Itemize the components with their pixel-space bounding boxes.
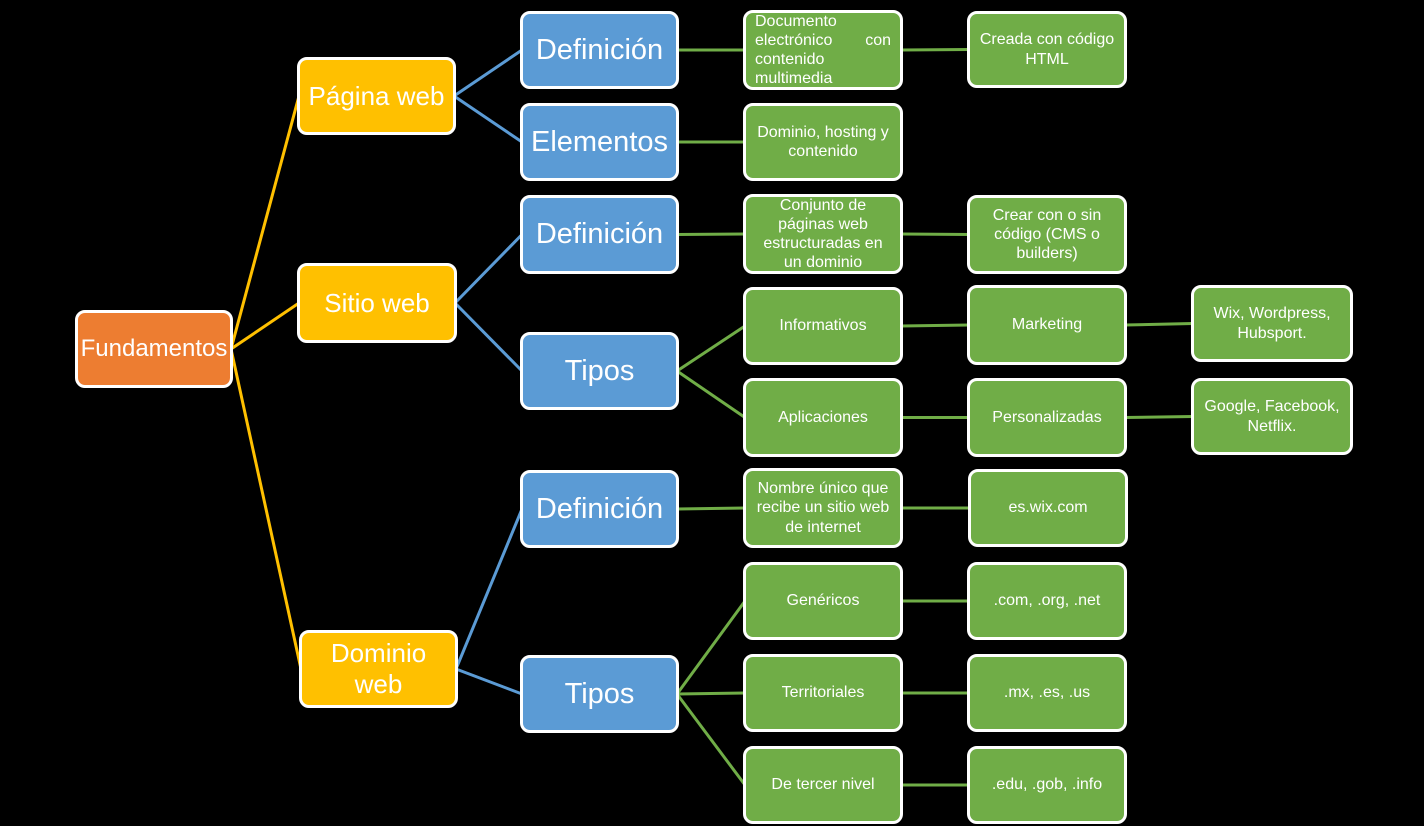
connector-sitio_web-to-sitio_tipos bbox=[453, 301, 524, 373]
node-tipo-territoriales: Territoriales bbox=[743, 654, 903, 732]
connector-dominio_web-to-dominio_definicion bbox=[454, 508, 524, 670]
node-tipo-genericos-examples: .com, .org, .net bbox=[967, 562, 1127, 640]
node-tipo-aplicaciones-detail: Personalizadas bbox=[967, 378, 1127, 457]
connector-pagina_web-to-pagina_elementos bbox=[453, 94, 523, 144]
connector-sitio_definicion_desc-to-sitio_definicion_detail bbox=[900, 232, 970, 236]
connector-dominio_tipos-to-tipo_tercer_nivel bbox=[675, 693, 747, 786]
node-tipo-informativos: Informativos bbox=[743, 287, 903, 365]
connector-sitio_tipos-to-tipo_aplicaciones bbox=[676, 369, 746, 419]
node-dominio-definicion-desc: Nombre único que recibe un sitio web de … bbox=[743, 468, 903, 548]
node-tipo-informativos-detail: Marketing bbox=[967, 285, 1127, 365]
node-tipo-genericos: Genéricos bbox=[743, 562, 903, 640]
node-pagina-elementos: Elementos bbox=[520, 103, 679, 181]
node-sitio-definicion: Definición bbox=[520, 195, 679, 274]
connector-sitio_tipos-to-tipo_informativos bbox=[676, 324, 746, 373]
connector-dominio_web-to-dominio_tipos bbox=[455, 667, 523, 696]
node-dominio-definicion: Definición bbox=[520, 470, 679, 548]
node-fundamentos: Fundamentos bbox=[75, 310, 233, 388]
connector-tipo_informativos-to-tipo_informativos_detail bbox=[900, 323, 970, 328]
connector-dominio_definicion-to-dominio_definicion_desc bbox=[676, 506, 746, 511]
node-tipo-aplicaciones-examples: Google, Facebook, Netflix. bbox=[1191, 378, 1353, 455]
node-tipo-territoriales-examples: .mx, .es, .us bbox=[967, 654, 1127, 732]
connector-pagina_definicion_desc-to-pagina_definicion_detail bbox=[900, 48, 970, 52]
node-dominio-web: Dominio web bbox=[299, 630, 458, 708]
connector-fundamentos-to-dominio_web bbox=[229, 348, 303, 670]
connector-tipo_informativos_detail-to-tipo_informativos_examples bbox=[1124, 322, 1194, 327]
connector-pagina_web-to-pagina_definicion bbox=[453, 48, 523, 98]
node-sitio-definicion-desc: Conjunto de páginas web estructuradas en… bbox=[743, 194, 903, 274]
connector-fundamentos-to-pagina_web bbox=[229, 95, 301, 350]
node-pagina-definicion-desc: Documento electrónico con contenido mult… bbox=[743, 10, 903, 90]
node-pagina-web: Página web bbox=[297, 57, 456, 135]
connector-fundamentos-to-sitio_web bbox=[230, 301, 300, 351]
connector-sitio_definicion-to-sitio_definicion_desc bbox=[676, 232, 746, 236]
node-dominio-definicion-detail: es.wix.com bbox=[968, 469, 1128, 547]
connector-dominio_tipos-to-tipo_genericos bbox=[675, 600, 747, 695]
node-pagina-elementos-desc: Dominio, hosting y contenido bbox=[743, 103, 903, 181]
node-pagina-definicion-detail: Creada con código HTML bbox=[967, 11, 1127, 88]
node-sitio-web: Sitio web bbox=[297, 263, 457, 343]
node-sitio-tipos: Tipos bbox=[520, 332, 679, 410]
node-dominio-tipos: Tipos bbox=[520, 655, 679, 733]
connector-sitio_web-to-sitio_definicion bbox=[453, 233, 524, 305]
connector-dominio_tipos-to-tipo_territoriales bbox=[676, 691, 746, 696]
node-text: Documento electrónico con contenido mult… bbox=[755, 12, 891, 88]
node-tipo-aplicaciones: Aplicaciones bbox=[743, 378, 903, 457]
node-sitio-definicion-detail: Crear con o sin código (CMS o builders) bbox=[967, 195, 1127, 274]
node-tipo-tercer-nivel: De tercer nivel bbox=[743, 746, 903, 824]
node-tipo-tercer-nivel-examples: .edu, .gob, .info bbox=[967, 746, 1127, 824]
node-pagina-definicion: Definición bbox=[520, 11, 679, 89]
node-tipo-informativos-examples: Wix, Wordpress, Hubsport. bbox=[1191, 285, 1353, 362]
connector-tipo_aplicaciones_detail-to-tipo_aplicaciones_examples bbox=[1124, 415, 1194, 419]
